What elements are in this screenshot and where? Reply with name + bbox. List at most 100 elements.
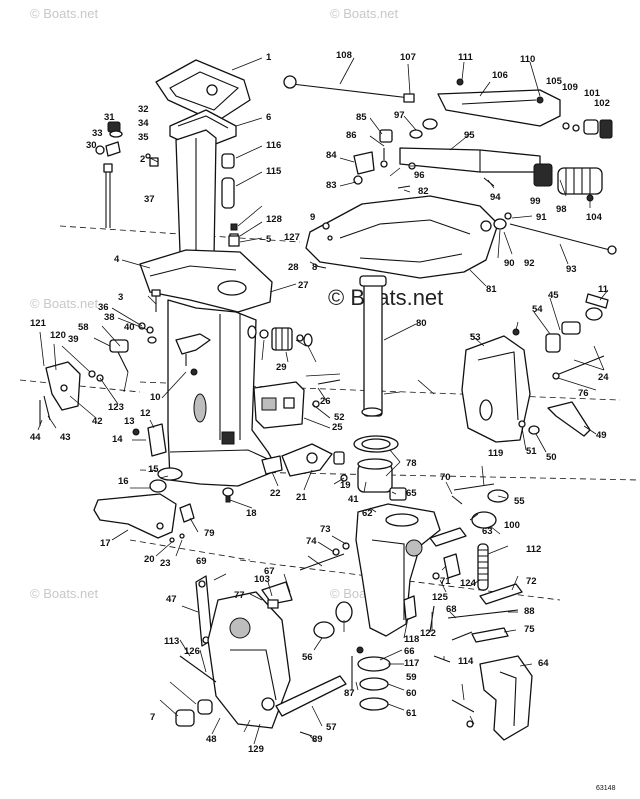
callout-label: 106: [492, 70, 508, 81]
callout-label: 114: [458, 656, 474, 667]
callout-label: 55: [514, 496, 525, 507]
callout-label: 20: [144, 554, 155, 565]
callout-label: 64: [538, 658, 549, 669]
callout-label: 1: [266, 52, 272, 63]
callout-label: 126: [184, 646, 200, 657]
cover-part-17: [93, 493, 195, 543]
callout-label: 125: [432, 592, 449, 603]
callout-label: 90: [504, 258, 515, 269]
callout-label: 48: [206, 734, 217, 745]
callout-label: 96: [414, 170, 425, 181]
tiller-assembly: [283, 75, 617, 255]
callout-label: 12: [140, 408, 151, 419]
callout-label: 113: [164, 636, 179, 647]
callout-label: 31: [104, 112, 115, 123]
callout-label: 95: [464, 130, 475, 141]
exhaust-housing-group: [155, 59, 251, 263]
callout-label: 43: [60, 432, 71, 443]
callout-label: 58: [78, 322, 89, 333]
callout-label: 94: [490, 192, 501, 203]
shift-linkage-left: [39, 322, 211, 426]
callout-label: 104: [586, 212, 603, 223]
small-parts-lower-left: [132, 423, 234, 503]
callout-label: 110: [520, 54, 535, 65]
callout-label: 8: [312, 262, 317, 273]
callout-label: 88: [524, 606, 535, 617]
callout-label: 26: [320, 396, 331, 407]
callout-label: 65: [406, 488, 417, 499]
callout-label: 4: [114, 254, 120, 265]
callout-label: 91: [536, 212, 547, 223]
callout-label: 83: [326, 180, 337, 191]
callout-label: 89: [312, 734, 323, 745]
callout-label: 72: [526, 576, 537, 587]
callout-label: 47: [166, 594, 177, 605]
callout-label: 60: [406, 688, 417, 699]
callout-numbers: 1 2 3 4 5 6 7 8 9 10 11 12 13 14 15 16 1…: [30, 50, 610, 755]
callout-label: 85: [356, 112, 367, 123]
callout-label: 63: [482, 526, 493, 537]
callout-label: 53: [470, 332, 481, 343]
callout-label: 112: [526, 544, 541, 555]
callout-label: 103: [254, 574, 270, 585]
callout-label: 45: [548, 290, 559, 301]
callout-label: 117: [404, 658, 419, 669]
callout-label: 18: [246, 508, 257, 519]
callout-label: 32: [138, 104, 149, 115]
callout-label: 41: [348, 494, 359, 505]
callout-label: 52: [334, 412, 345, 423]
callout-label: 21: [296, 492, 307, 503]
callout-label: 39: [68, 334, 79, 345]
callout-label: 116: [266, 140, 281, 151]
callout-label: 2: [140, 154, 145, 165]
lower-right-parts: [429, 543, 533, 741]
callout-label: 61: [406, 708, 417, 719]
leader-lines: [37, 57, 609, 745]
callout-label: 98: [556, 204, 567, 215]
callout-label: 57: [326, 722, 337, 733]
watermarks: © Boats.net © Boats.net © Boats.net © Bo…: [30, 6, 443, 601]
figure-code: 63148: [596, 785, 616, 792]
callout-label: 14: [112, 434, 123, 445]
callout-label: 102: [594, 98, 610, 109]
callout-label: 3: [118, 292, 123, 303]
callout-label: 107: [400, 52, 416, 63]
center-watermark: © Boats.net: [328, 285, 443, 310]
callout-label: 115: [266, 166, 282, 177]
callout-label: 9: [310, 212, 315, 223]
callout-label: 121: [30, 318, 47, 329]
callout-label: 76: [578, 388, 589, 399]
watermark: © Boats.net: [30, 586, 99, 601]
callout-label: 97: [394, 110, 405, 121]
callout-label: 122: [420, 628, 436, 639]
callout-label: 105: [546, 76, 563, 87]
callout-label: 100: [504, 520, 520, 531]
callout-label: 124: [460, 578, 477, 589]
callout-label: 19: [340, 480, 351, 491]
callout-label: 79: [204, 528, 215, 539]
callout-label: 6: [266, 112, 271, 123]
callout-label: 25: [332, 422, 343, 433]
callout-label: 86: [346, 130, 357, 141]
callout-label: 37: [144, 194, 155, 205]
clamp-bracket-right: [461, 293, 609, 443]
watermark: © Boats.net: [330, 6, 399, 21]
callout-label: 30: [86, 140, 97, 151]
callout-label: 109: [562, 82, 578, 93]
watermark: © Boats.net: [30, 6, 99, 21]
callout-label: 92: [524, 258, 535, 269]
callout-label: 84: [326, 150, 337, 161]
housing-parts-center: [253, 379, 348, 482]
callout-label: 56: [302, 652, 313, 663]
callout-label: 67: [264, 566, 275, 577]
callout-label: 33: [92, 128, 103, 139]
callout-label: 34: [138, 118, 149, 129]
callout-label: 120: [50, 330, 66, 341]
callout-label: 22: [270, 488, 281, 499]
callout-label: 68: [446, 604, 457, 615]
callout-label: 50: [546, 452, 557, 463]
callout-label: 70: [440, 472, 451, 483]
callout-label: 11: [598, 284, 609, 295]
callout-label: 75: [524, 624, 535, 635]
